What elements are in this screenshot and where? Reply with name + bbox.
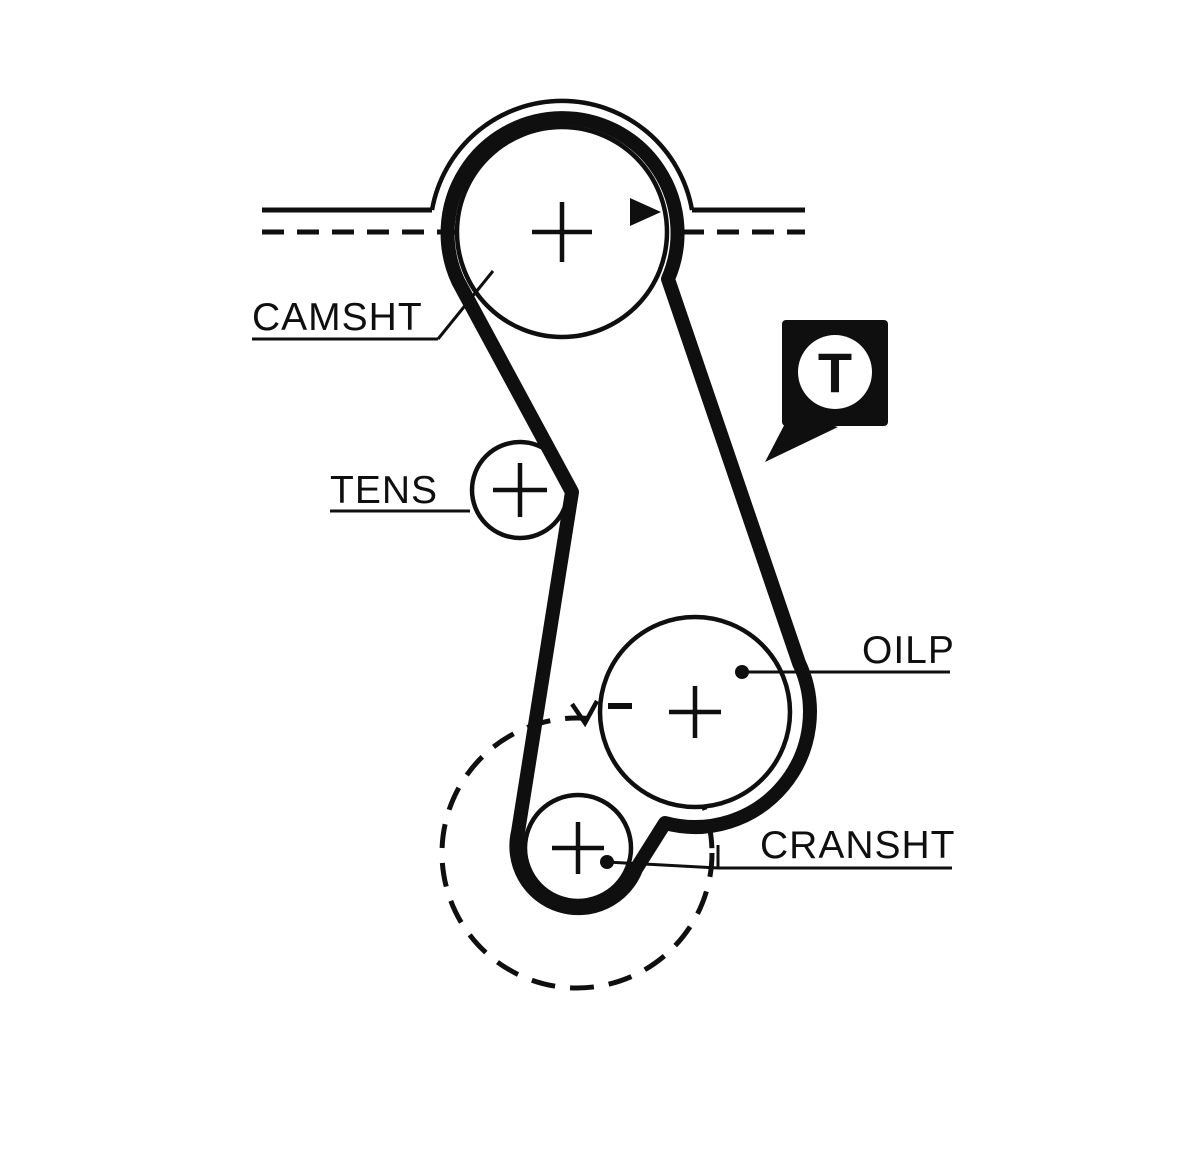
oil-pump-label: OILP bbox=[862, 629, 955, 672]
camshaft-centerlines bbox=[262, 98, 805, 235]
rotation-arrow-icon bbox=[630, 198, 661, 226]
crankshaft-dashed-circle bbox=[439, 715, 715, 991]
crankshaft-label: CRANSHT bbox=[760, 824, 956, 867]
timing-badge-circle bbox=[798, 335, 872, 409]
oil-pump-cross-mark bbox=[669, 686, 721, 738]
oil-pump-callout: OILP bbox=[735, 629, 955, 679]
camshaft-housing-arc bbox=[429, 98, 695, 211]
timing-belt bbox=[440, 111, 817, 916]
camshaft-label: CAMSHT bbox=[252, 296, 423, 339]
oil-pump-leader-dot bbox=[735, 665, 749, 679]
camshaft-cross-mark bbox=[532, 202, 592, 262]
crankshaft-leader-dot bbox=[600, 855, 614, 869]
crankshaft-cross-mark bbox=[552, 822, 604, 874]
timing-badge: T bbox=[765, 320, 888, 462]
timing-notch-v-mark bbox=[570, 699, 599, 728]
tensioner-label: TENS bbox=[330, 469, 438, 512]
timing-badge-letter: T bbox=[818, 341, 852, 404]
camshaft-callout: CAMSHT bbox=[252, 270, 495, 341]
tensioner-cross-mark bbox=[493, 463, 547, 517]
oil-pump-timing-marks bbox=[570, 699, 632, 728]
crankshaft-callout: CRANSHT bbox=[600, 824, 956, 870]
tensioner-callout: TENS bbox=[330, 469, 470, 513]
crankshaft-leader-line bbox=[606, 860, 719, 870]
